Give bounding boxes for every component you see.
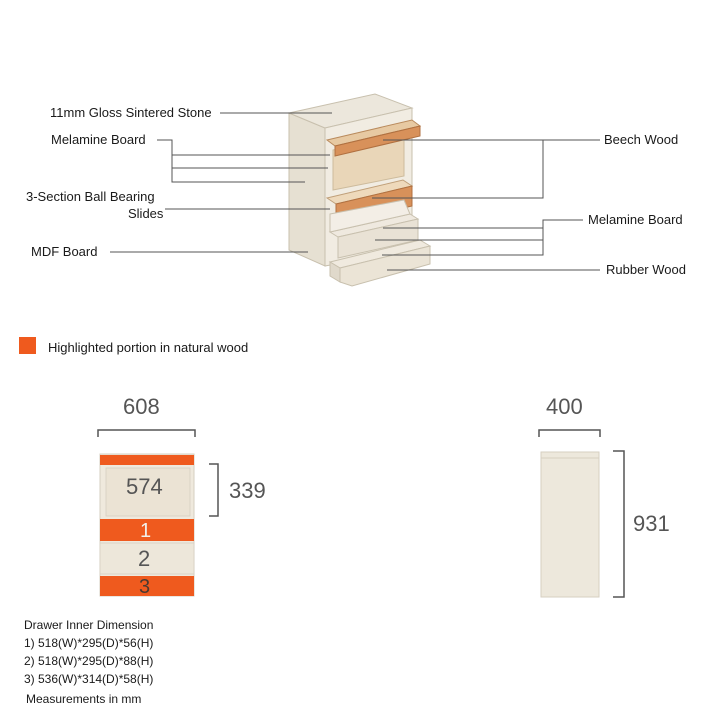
spec-line-1: 1) 518(W)*295(D)*56(H) (24, 636, 154, 650)
side-height-label: 931 (633, 511, 670, 536)
front-width-label: 608 (123, 394, 160, 419)
drawer-number-2: 2 (138, 546, 151, 571)
spec-unit-note: Measurements in mm (26, 692, 142, 706)
front-inner-label: 574 (126, 474, 163, 499)
side-depth-label: 400 (546, 394, 583, 419)
callout-rubber: Rubber Wood (606, 262, 686, 277)
spec-title: Drawer Inner Dimension (24, 618, 154, 632)
callout-melamine-right: Melamine Board (588, 212, 683, 227)
legend-swatch (19, 337, 36, 354)
callout-stone-top: 11mm Gloss Sintered Stone (50, 105, 212, 120)
spec-line-3: 3) 536(W)*314(D)*58(H) (24, 672, 154, 686)
callout-beech: Beech Wood (604, 132, 679, 147)
spec-line-2: 2) 518(W)*295(D)*88(H) (24, 654, 154, 668)
legend-label: Highlighted portion in natural wood (48, 340, 249, 355)
drawer-number-3: 3 (139, 576, 151, 598)
callout-mdf: MDF Board (31, 244, 98, 259)
callout-slides-line1: 3-Section Ball Bearing (26, 189, 155, 204)
callout-melamine-left: Melamine Board (51, 132, 146, 147)
callout-slides-line2: Slides (128, 206, 164, 221)
drawer-number-1: 1 (140, 520, 152, 542)
front-height-label: 339 (229, 478, 266, 503)
